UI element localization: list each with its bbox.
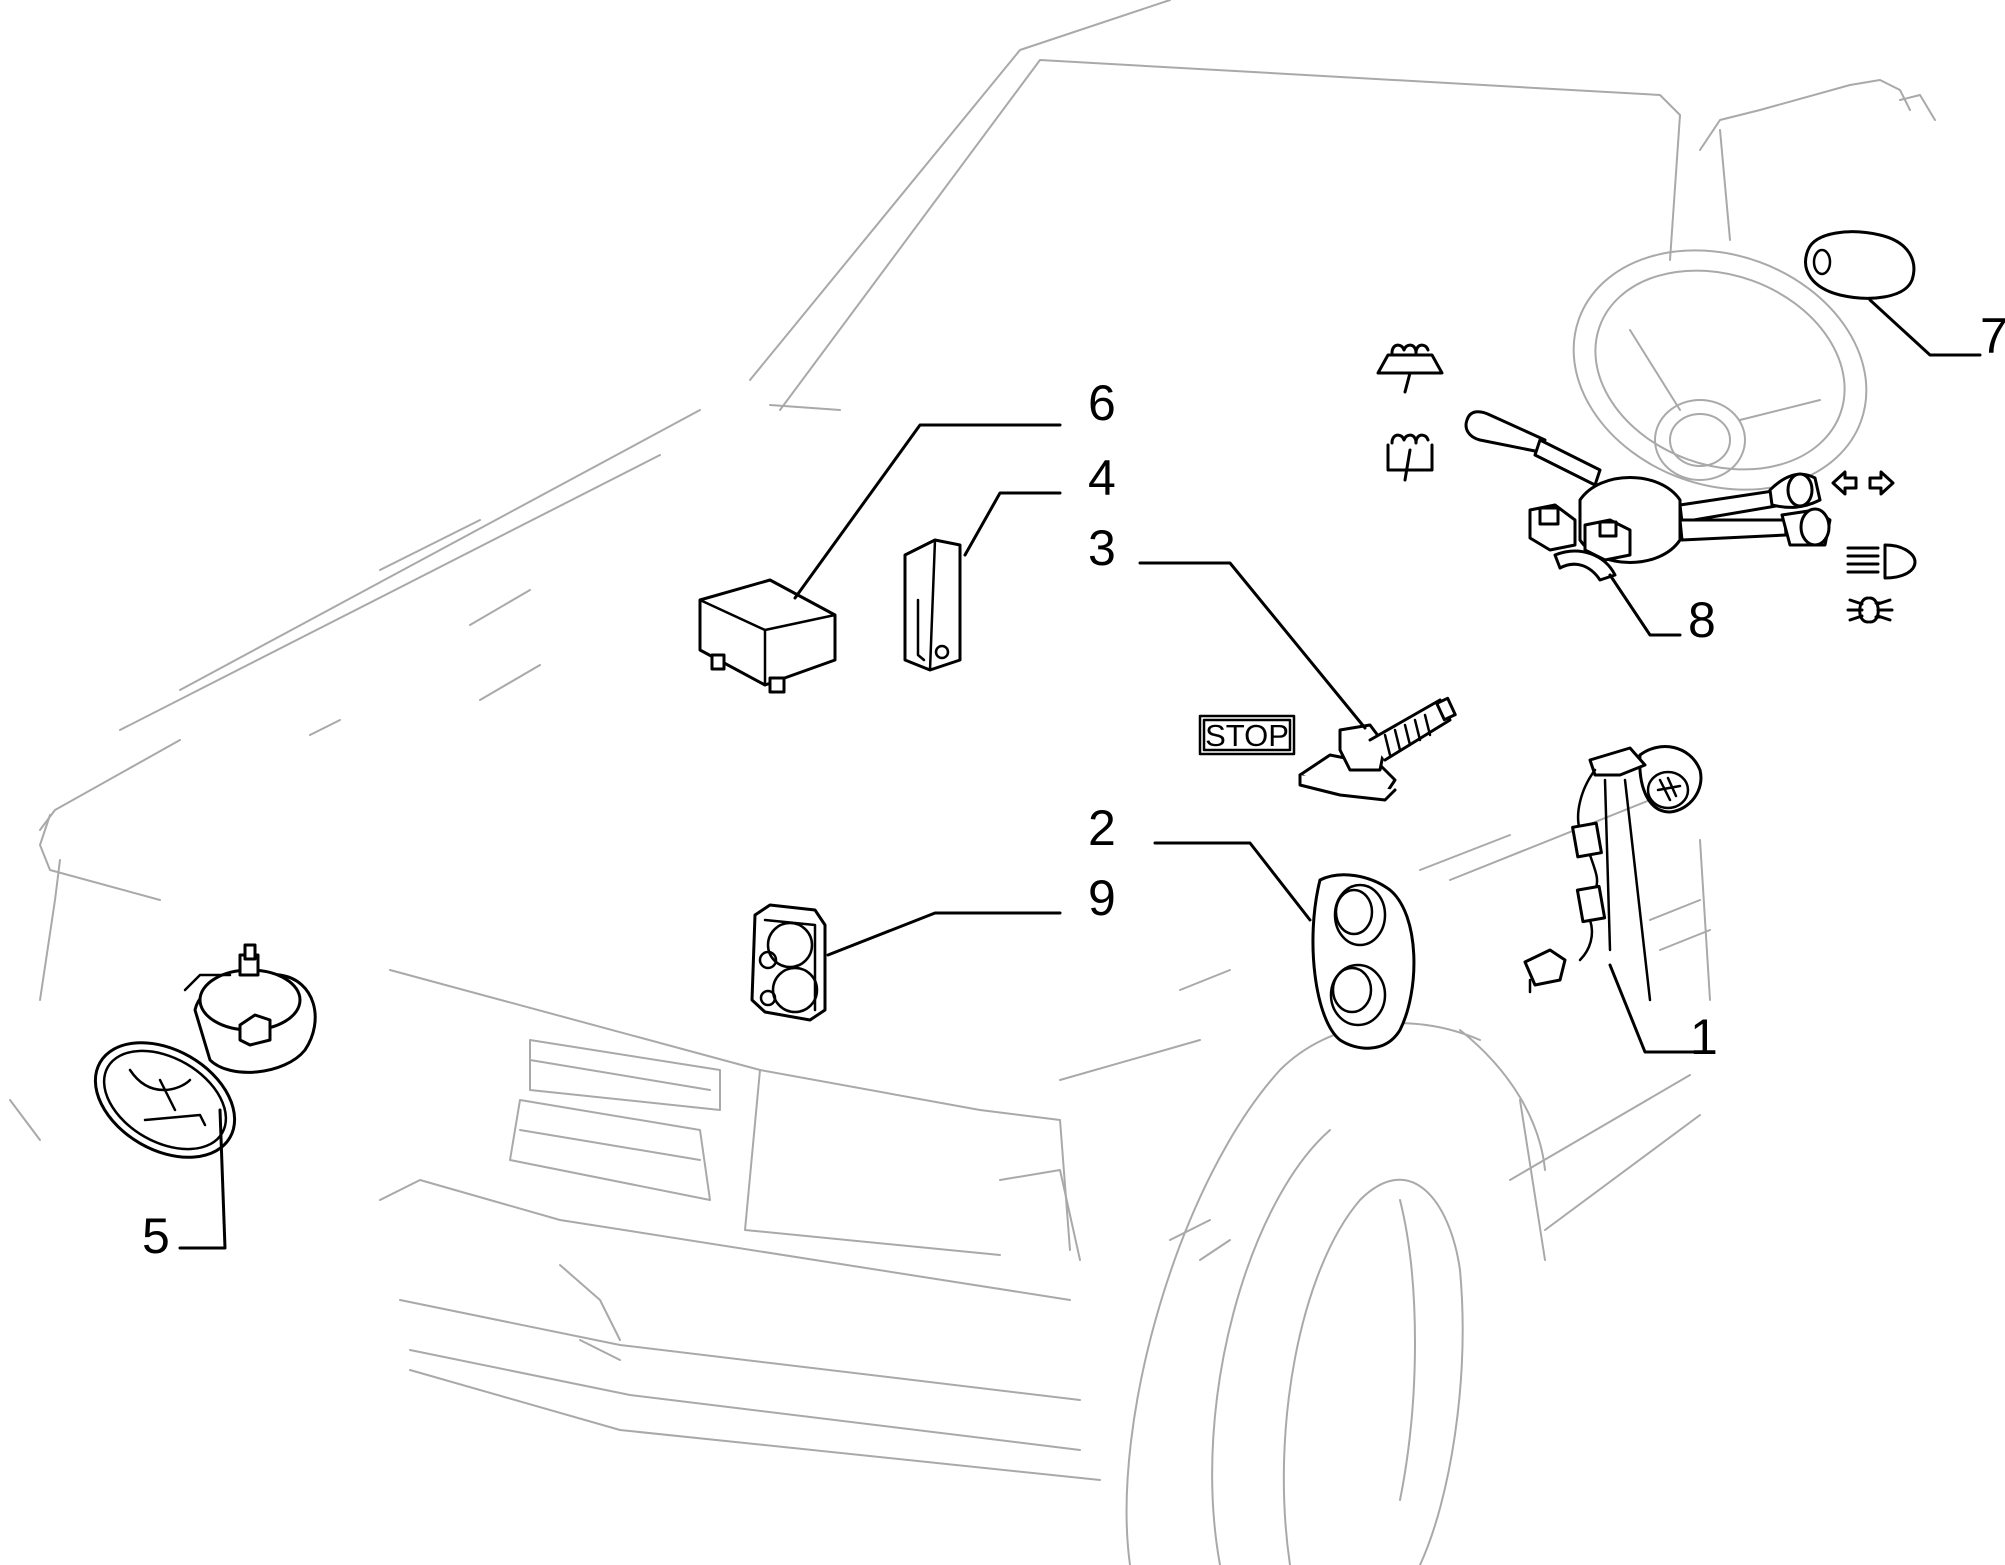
stop-label-text: STOP: [1205, 718, 1289, 753]
grommet-part: [1311, 873, 1416, 1050]
combination-switch-part: [1464, 410, 1832, 582]
callout-1: 1: [1690, 1009, 1718, 1065]
callout-9: 9: [1088, 870, 1116, 926]
leader-3: [1138, 561, 1367, 730]
leader-7: [1868, 298, 1982, 357]
leader-6: [793, 423, 1062, 600]
leader-9: [826, 911, 1062, 957]
stop-label: STOP: [1198, 714, 1296, 756]
leader-2: [1153, 841, 1312, 922]
horn-part: [93, 943, 317, 1159]
callout-2: 2: [1088, 800, 1116, 856]
horn-button-cover-part: [1804, 230, 1916, 300]
leader-lines: [178, 298, 1982, 1250]
callout-7: 7: [1980, 308, 2005, 364]
relay-part: [698, 578, 837, 694]
high-beam-icon: [1846, 543, 1917, 580]
washer-icon: [1386, 433, 1434, 482]
sensor-harness-part: [1523, 745, 1703, 1002]
turn-signal-arrows-icon: [1831, 470, 1895, 496]
callout-labels: 1 2 3 4 5 6 7 8 9: [142, 308, 2005, 1264]
callout-4: 4: [1088, 450, 1116, 506]
wiper-icon: [1376, 343, 1444, 394]
fog-light-icon: [1846, 596, 1894, 624]
callout-5: 5: [142, 1208, 170, 1264]
stop-switch-part: [1298, 696, 1457, 802]
callout-8: 8: [1688, 592, 1716, 648]
connector-block-part: [750, 903, 827, 1022]
callout-6: 6: [1088, 375, 1116, 431]
callout-3: 3: [1088, 520, 1116, 576]
leader-5: [178, 1108, 227, 1250]
leader-8: [1608, 573, 1682, 637]
leader-1: [1608, 963, 1697, 1054]
leader-4: [963, 491, 1062, 557]
bracket-part: [903, 538, 962, 672]
